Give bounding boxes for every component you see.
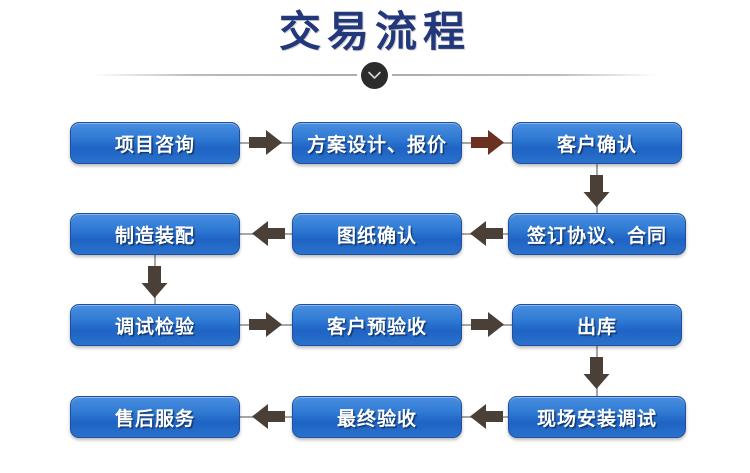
arrow-right-icon — [248, 310, 284, 339]
node-customer-pre-acceptance[interactable]: 客户预验收 — [292, 304, 462, 346]
arrow-down-icon — [582, 174, 611, 208]
arrow-left-icon — [468, 402, 504, 431]
node-manufacture-assembly[interactable]: 制造装配 — [70, 213, 240, 255]
arrow-left-icon — [468, 219, 504, 248]
node-final-acceptance[interactable]: 最终验收 — [292, 396, 462, 438]
node-customer-confirmation[interactable]: 客户确认 — [512, 122, 682, 164]
node-sign-agreement-contract[interactable]: 签订协议、合同 — [508, 213, 686, 255]
node-onsite-install-debug[interactable]: 现场安装调试 — [508, 396, 686, 438]
node-debug-inspection[interactable]: 调试检验 — [70, 304, 240, 346]
arrow-right-icon — [470, 310, 506, 339]
arrow-down-icon — [582, 356, 611, 390]
arrow-right-icon — [248, 128, 284, 157]
node-label: 现场安装调试 — [536, 408, 657, 430]
node-label: 项目咨询 — [114, 134, 195, 156]
node-label: 制造装配 — [114, 225, 195, 247]
node-label: 售后服务 — [114, 408, 195, 430]
arrow-right-icon — [470, 128, 506, 157]
arrow-down-icon — [140, 265, 169, 299]
node-delivery-out[interactable]: 出库 — [512, 304, 682, 346]
node-label: 出库 — [576, 316, 617, 338]
arrow-left-icon — [250, 402, 286, 431]
arrow-left-icon — [250, 219, 286, 248]
page-title: 交易流程 — [278, 8, 471, 55]
node-label: 调试检验 — [114, 316, 195, 338]
page-header: 交易流程 — [0, 0, 750, 100]
node-label: 图纸确认 — [336, 225, 417, 247]
node-drawing-confirmation[interactable]: 图纸确认 — [292, 213, 462, 255]
node-label: 签订协议、合同 — [526, 225, 667, 247]
node-plan-design-quote[interactable]: 方案设计、报价 — [292, 122, 462, 164]
node-label: 方案设计、报价 — [306, 134, 447, 156]
node-label: 客户确认 — [556, 134, 637, 156]
node-label: 客户预验收 — [326, 316, 427, 338]
chevron-down-icon — [361, 62, 388, 89]
node-after-sales-service[interactable]: 售后服务 — [70, 396, 240, 438]
node-label: 最终验收 — [336, 408, 417, 430]
node-project-consultation[interactable]: 项目咨询 — [70, 122, 240, 164]
